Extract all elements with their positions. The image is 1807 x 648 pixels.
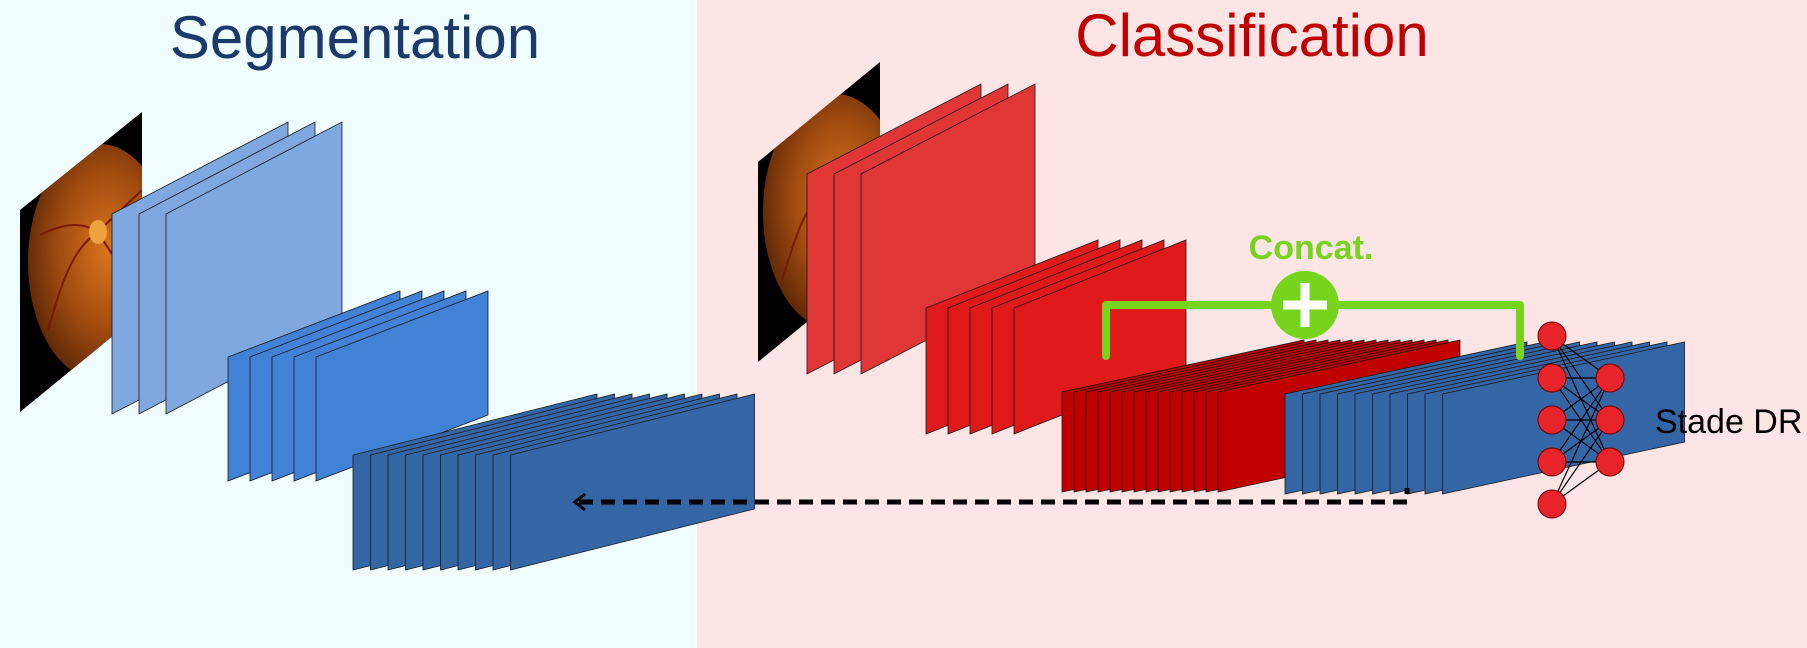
- network-node: [1595, 405, 1625, 435]
- output-label: Stade DR: [1655, 403, 1802, 441]
- segmentation-encoder-stage-3: [352, 393, 755, 571]
- segmentation-encoder-stage-2: [227, 290, 489, 482]
- fully-connected-network: [1537, 321, 1625, 519]
- concat-label: Concat.: [1249, 229, 1374, 267]
- concat-bracket: Concat.: [1102, 229, 1524, 360]
- skip-arrow-icon: [572, 492, 586, 512]
- network-node: [1537, 363, 1567, 393]
- network-connection: [1551, 377, 1611, 463]
- network-node: [1537, 321, 1567, 351]
- skip-connection: [572, 488, 1410, 512]
- network-node: [1595, 447, 1625, 477]
- network-node: [1537, 405, 1567, 435]
- network-connection: [1551, 377, 1611, 505]
- network-connection: [1551, 419, 1611, 505]
- segmentation-title: Segmentation: [170, 4, 540, 71]
- network-node: [1537, 489, 1567, 519]
- classification-title: Classification: [1075, 2, 1428, 69]
- network-node: [1537, 447, 1567, 477]
- network-node: [1595, 363, 1625, 393]
- feature-map-slab: [510, 393, 755, 571]
- classification-stage-2: [925, 239, 1187, 435]
